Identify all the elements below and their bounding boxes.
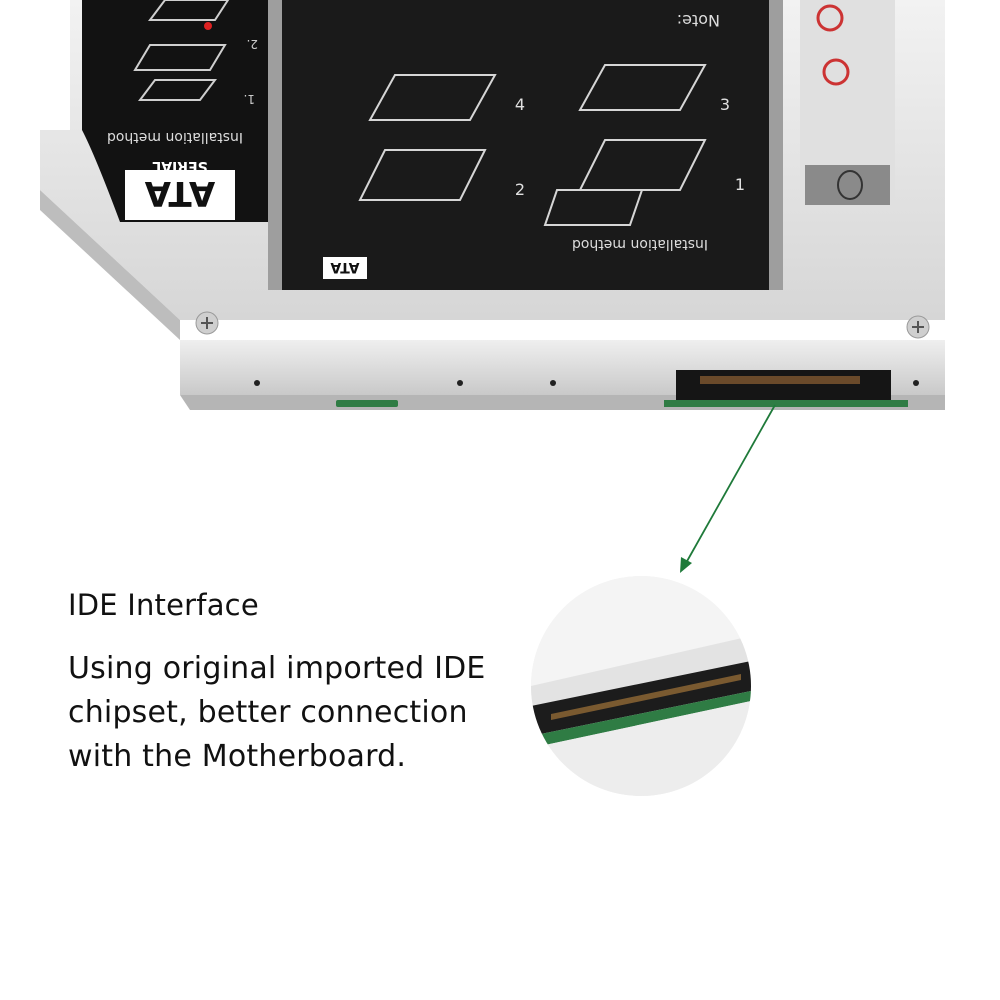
feature-description: IDE Interface Using original imported ID… <box>68 588 518 779</box>
drive-bay-opening <box>268 0 783 290</box>
bay-installation-label: Installation method <box>572 236 708 252</box>
left-label-diagrams <box>133 0 230 101</box>
feature-body-line: Using original imported IDE <box>68 650 486 686</box>
left-installation-label: Installation method <box>107 129 243 145</box>
sata-logo-small: ATA <box>330 259 359 275</box>
sata-logo-left: ATA SERIAL <box>125 158 235 220</box>
hdd-icon <box>837 170 863 200</box>
step-label: 1 <box>735 175 745 194</box>
feature-title: IDE Interface <box>68 588 259 622</box>
feature-body: Using original imported IDE chipset, bet… <box>68 647 518 779</box>
step-label: 2 <box>515 180 525 199</box>
bay-diagrams <box>358 64 707 226</box>
connector-zoom-circle <box>531 576 751 796</box>
ide-connector <box>664 370 908 407</box>
note-label: Note: <box>677 11 720 30</box>
caddy-side-flange <box>40 190 180 340</box>
feature-body-line: with the Motherboard. <box>68 738 407 774</box>
warning-icon <box>816 4 844 32</box>
phillips-screw-icon <box>195 311 219 335</box>
svg-text:ATA: ATA <box>144 173 215 213</box>
front-holes <box>254 380 919 386</box>
warning-icon <box>822 58 850 86</box>
step-label: 4 <box>515 95 525 114</box>
svg-text:2.: 2. <box>247 37 258 51</box>
step-label: 3 <box>720 95 730 114</box>
svg-text:1.: 1. <box>244 92 255 106</box>
phillips-screw-icon <box>906 315 930 339</box>
left-label <box>82 0 268 222</box>
hdd-caddy-photo: ATA SERIAL Installation method 1. 2. 1 2… <box>40 0 945 410</box>
led-indicator <box>336 400 398 407</box>
feature-body-line: chipset, better connection <box>68 694 468 730</box>
red-marker <box>204 22 212 30</box>
zoom-pcb <box>531 691 751 748</box>
svg-text:SERIAL: SERIAL <box>152 158 207 174</box>
